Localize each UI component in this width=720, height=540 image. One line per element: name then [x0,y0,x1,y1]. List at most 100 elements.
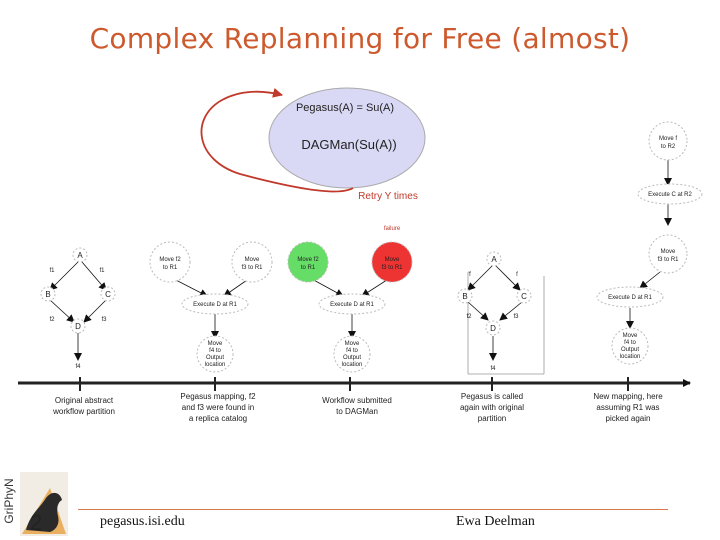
node-d-label: D [490,324,496,333]
edge-label: f [516,272,518,278]
node-a-label: A [491,255,497,264]
move-f4-node [196,335,234,373]
move-f4-node [333,335,371,373]
node-d [70,318,86,334]
move-label: Move f2 [297,257,319,263]
caption-line: picked again [606,414,651,423]
move-label: Move f2 [159,257,181,263]
node-b-label: B [45,290,50,299]
griphyn-logo-icon: 2 [20,472,68,536]
footer-author: Ewa Deelman [456,514,535,529]
move-label: f3 to R1 [657,257,679,263]
execute-c-node [637,183,703,205]
edge-label: f3 [513,314,519,320]
edge-label: f1 [99,268,105,274]
edge-label: f [469,272,471,278]
move-label: Move [385,257,400,263]
caption-line: Workflow submitted [322,396,392,405]
move-label: f3 to R1 [241,265,263,271]
move-label: Move [345,341,360,347]
timeline [18,377,691,391]
move-f3-node-failed [371,241,413,283]
edge-label: f1 [49,268,55,274]
retry-label: Retry Y times [358,191,418,202]
footer-rule [78,509,668,510]
caption-line: a replica catalog [189,414,247,423]
execute-d-node [181,293,249,315]
move-f3-node [231,241,273,283]
move-f-node [648,121,688,161]
execute-label: Execute D at R1 [193,302,237,308]
panel-original-workflow: A B C D f1 f1 f2 f3 f4 Original abstract… [40,247,116,416]
pegasus-dagman-ellipse [268,87,426,189]
edge-label: f2 [49,317,55,323]
footer-url: pegasus.isi.edu [100,514,185,529]
move-label: to R1 [163,265,178,271]
node-c [100,286,116,302]
pegasus-formula-label: Pegasus(A) = Su(A) [296,102,394,114]
caption-line: again with original [460,403,524,412]
execute-label: Execute D at R1 [330,302,374,308]
move-label: Move [661,249,676,255]
node-d [485,320,501,336]
failure-label: failure [384,226,401,232]
caption-line: Original abstract [55,396,114,405]
retry-loop-arrow [200,87,354,193]
dagman-formula-label: DAGMan(Su(A)) [301,137,396,152]
node-b [40,286,56,302]
execute-label: Execute C at R2 [648,192,692,198]
node-d-label: D [75,322,81,331]
caption-line: assuming R1 was [596,403,659,412]
move-label: to R1 [301,265,316,271]
move-label: Move f [659,136,677,142]
move-label: Output [343,355,361,361]
move-label: Output [206,355,224,361]
output-label: f4 [490,366,496,372]
replan-loop: Pegasus(A) = Su(A) DAGMan(Su(A)) Retry Y… [200,87,426,232]
node-c-label: C [105,290,111,299]
move-label: Output [621,347,639,353]
node-c-label: C [521,292,527,301]
svg-text:2: 2 [30,510,42,535]
move-f2-node [149,241,191,283]
output-label: f4 [75,364,81,370]
move-label: Move [245,257,260,263]
caption-line: New mapping, here [593,392,663,401]
execute-label: Execute D at R1 [608,295,652,301]
move-f4-node [611,327,649,365]
panel-workflow-submitted: Move f2 to R1 Move f3 to R1 Execute D at… [287,241,413,416]
execute-d-node [596,286,664,308]
panel-pegasus-called-again: A B C D f f f2 f3 f4 Pegasus is called a… [457,251,550,423]
move-label: f4 to [209,348,221,354]
caption-line: Pegasus is called [461,392,523,401]
caption-line: and f3 were found in [182,403,255,412]
node-a [72,247,88,263]
caption-line: partition [478,414,506,423]
caption-line: workflow partition [52,407,115,416]
execute-d-node [318,293,386,315]
move-label: to R2 [661,144,676,150]
move-label: Move [208,341,223,347]
node-b [457,288,473,304]
edge-label: f2 [466,314,472,320]
panel-pegasus-mapping: Move f2 to R1 Move f3 to R1 Execute D at… [149,241,273,423]
node-c [516,288,532,304]
move-label: f4 to [624,340,636,346]
move-f3-node [648,234,688,274]
edge-label: f3 [101,317,107,323]
grey-bracket [467,271,545,375]
slide-title: Complex Replanning for Free (almost) [89,22,631,55]
move-label: location [620,354,641,360]
griphyn-logo-text: GriPhyN [2,478,16,524]
caption-line: Pegasus mapping, f2 [180,392,256,401]
node-b-label: B [462,292,467,301]
move-label: Move [623,333,638,339]
move-f2-node-success [287,241,329,283]
move-label: location [342,362,363,368]
move-label: location [205,362,226,368]
panel-new-mapping: Move f to R2 Execute C at R2 Move f3 to … [593,121,703,423]
node-a [486,251,502,267]
move-label: f3 to R1 [381,265,403,271]
caption-line: to DAGMan [336,407,378,416]
